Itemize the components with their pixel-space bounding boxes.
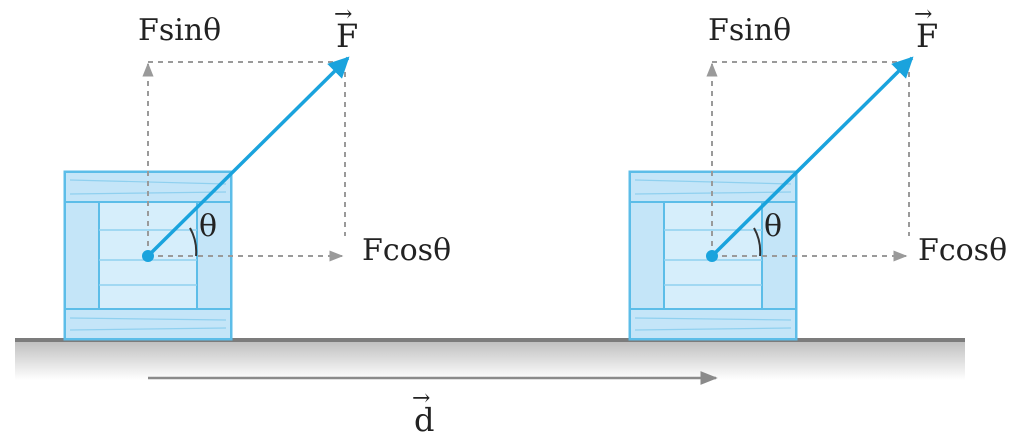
force-symbol-right: F [916,17,939,55]
components-left [142,56,350,262]
force-symbol-left: F [336,17,359,55]
theta-label-right: θ [764,209,783,244]
fsin-label-right: Fsinθ [708,13,792,48]
force-arrow-right [710,56,914,258]
force-origin-right [706,250,718,262]
displacement-symbol: d [414,401,435,439]
vector-arrow-icon: → [334,2,353,27]
vector-arrow-icon: → [914,2,933,27]
force-arrow-left [146,56,350,258]
theta-arc-left [189,227,198,257]
displacement-label: → d [412,388,435,439]
fcos-label-left: Fcosθ [362,233,452,268]
force-label-right: → F [914,4,939,55]
theta-label-left: θ [199,209,218,244]
force-origin-left [142,250,154,262]
force-label-left: → F [334,4,359,55]
theta-arc-right [753,227,762,257]
vector-arrow-icon: → [412,386,431,411]
fsin-label-left: Fsinθ [138,13,222,48]
ground-shadow [15,340,965,380]
components-right [706,56,914,262]
fcos-label-right: Fcosθ [918,233,1008,268]
